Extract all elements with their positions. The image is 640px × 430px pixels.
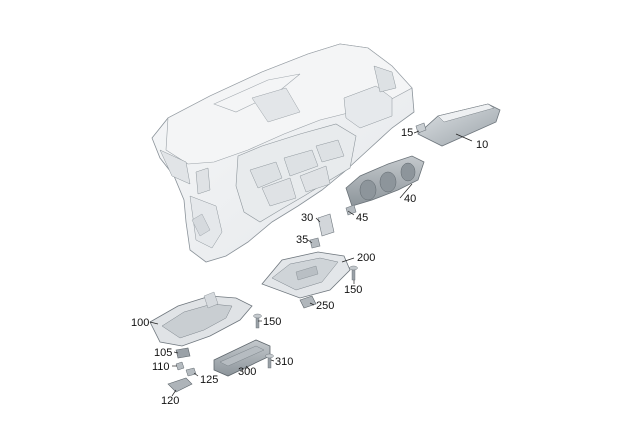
callout-15[interactable]: 15 bbox=[401, 127, 414, 139]
trim-panel-shape[interactable] bbox=[417, 103, 501, 147]
clip-110-shape[interactable] bbox=[175, 361, 185, 371]
callout-40[interactable]: 40 bbox=[404, 193, 417, 205]
bracket-30-shape[interactable] bbox=[317, 213, 335, 237]
callout-250[interactable]: 250 bbox=[316, 300, 335, 312]
callout-125[interactable]: 125 bbox=[200, 374, 219, 386]
clip-125-shape[interactable] bbox=[185, 367, 197, 377]
callout-45[interactable]: 45 bbox=[356, 212, 369, 224]
switch-105-shape[interactable] bbox=[175, 347, 191, 359]
carrier-100-shape[interactable] bbox=[149, 291, 253, 347]
callout-150-lower[interactable]: 150 bbox=[263, 316, 282, 328]
panel-300-shape[interactable] bbox=[213, 339, 271, 377]
callout-105[interactable]: 105 bbox=[154, 347, 173, 359]
callout-35[interactable]: 35 bbox=[296, 234, 309, 246]
callout-200[interactable]: 200 bbox=[357, 252, 376, 264]
callout-120[interactable]: 120 bbox=[161, 395, 180, 407]
callout-100[interactable]: 100 bbox=[131, 317, 150, 329]
callout-110[interactable]: 110 bbox=[152, 361, 170, 373]
callout-310[interactable]: 310 bbox=[275, 356, 294, 368]
clip-45-shape[interactable] bbox=[345, 204, 357, 216]
vent-trim-shape[interactable] bbox=[345, 155, 425, 207]
grommet-250-shape[interactable] bbox=[299, 295, 317, 309]
bolt-310-shape[interactable] bbox=[265, 353, 274, 369]
clip-15-shape[interactable] bbox=[415, 122, 427, 134]
callout-150-upper[interactable]: 150 bbox=[344, 284, 363, 296]
carrier-200-shape[interactable] bbox=[261, 251, 351, 299]
bolt-150b-shape[interactable] bbox=[253, 313, 262, 329]
leader-lines bbox=[149, 130, 473, 397]
callout-30[interactable]: 30 bbox=[301, 212, 314, 224]
clip-35-shape[interactable] bbox=[309, 237, 321, 249]
bolt-150a-shape[interactable] bbox=[349, 265, 358, 281]
dashboard-shape[interactable] bbox=[151, 43, 415, 263]
callout-300[interactable]: 300 bbox=[238, 366, 257, 378]
callout-10[interactable]: 10 bbox=[476, 139, 489, 151]
bracket-120-shape[interactable] bbox=[167, 377, 193, 393]
